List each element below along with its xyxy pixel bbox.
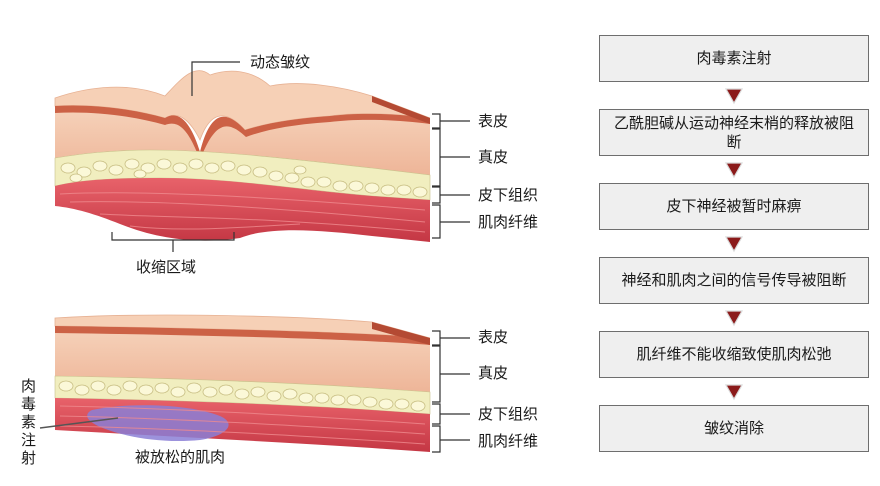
top-epidermis-label: 表皮 bbox=[478, 112, 508, 130]
top-skin-block bbox=[54, 70, 431, 242]
bottom-dermis bbox=[55, 326, 430, 392]
relaxed-muscle-label: 被放松的肌肉 bbox=[135, 448, 225, 466]
contraction-label: 收缩区域 bbox=[136, 258, 196, 276]
flow-step-2: 乙酰胆碱从运动神经末梢的释放被阻断 bbox=[599, 109, 869, 156]
flow-arrow-2 bbox=[599, 156, 869, 183]
flow-arrow-1 bbox=[599, 82, 869, 109]
flow-arrow-5 bbox=[599, 378, 869, 405]
injection-needle bbox=[39, 417, 119, 429]
top-layer-brackets bbox=[432, 113, 470, 239]
bottom-epidermis-label: 表皮 bbox=[478, 328, 508, 346]
top-muscle-layer bbox=[55, 178, 430, 242]
wrinkle-callout bbox=[191, 61, 240, 96]
top-subcutaneous-label: 皮下组织 bbox=[478, 186, 538, 204]
bottom-dermis-label: 真皮 bbox=[478, 364, 508, 382]
bottom-right-side bbox=[372, 322, 430, 345]
top-fat-cells bbox=[60, 158, 428, 198]
injection-label-5: 射 bbox=[21, 449, 36, 467]
injection-label-2: 毒 bbox=[21, 395, 36, 413]
injection-label-4: 注 bbox=[21, 431, 36, 449]
flow-arrow-3 bbox=[599, 230, 869, 257]
mechanism-flowchart: 肉毒素注射 乙酰胆碱从运动神经末梢的释放被阻断 皮下神经被暂时麻痹 神经和肌肉之… bbox=[599, 35, 869, 452]
bottom-epidermis bbox=[55, 326, 430, 345]
bottom-muscle-fibers bbox=[59, 405, 426, 445]
bottom-subcutaneous-label: 皮下组织 bbox=[478, 405, 538, 423]
flow-step-5: 肌纤维不能收缩致使肌肉松弛 bbox=[599, 331, 869, 378]
flow-arrow-4 bbox=[599, 304, 869, 331]
top-epidermis bbox=[55, 105, 430, 160]
top-right-side bbox=[372, 96, 430, 124]
flow-step-3: 皮下神经被暂时麻痹 bbox=[599, 183, 869, 230]
bottom-layer-brackets bbox=[432, 330, 470, 453]
top-muscle-fibers bbox=[59, 192, 426, 233]
injection-label-1: 肉 bbox=[21, 377, 36, 395]
contraction-bracket bbox=[111, 232, 235, 252]
flow-step-4: 神经和肌肉之间的信号传导被阻断 bbox=[599, 257, 869, 304]
injection-label-3: 素 bbox=[21, 413, 36, 431]
bottom-muscle-label: 肌肉纤维 bbox=[478, 432, 538, 450]
top-dermis-label: 真皮 bbox=[478, 148, 508, 166]
bottom-fat-cells bbox=[58, 380, 426, 412]
relaxed-muscle-region bbox=[87, 405, 229, 442]
flow-step-6: 皱纹消除 bbox=[599, 405, 869, 452]
top-muscle-label: 肌肉纤维 bbox=[478, 213, 538, 231]
bottom-skin-block bbox=[54, 314, 431, 452]
flow-step-1: 肉毒素注射 bbox=[599, 35, 869, 82]
top-dermis bbox=[55, 105, 430, 175]
wrinkle-label: 动态皱纹 bbox=[250, 53, 310, 71]
